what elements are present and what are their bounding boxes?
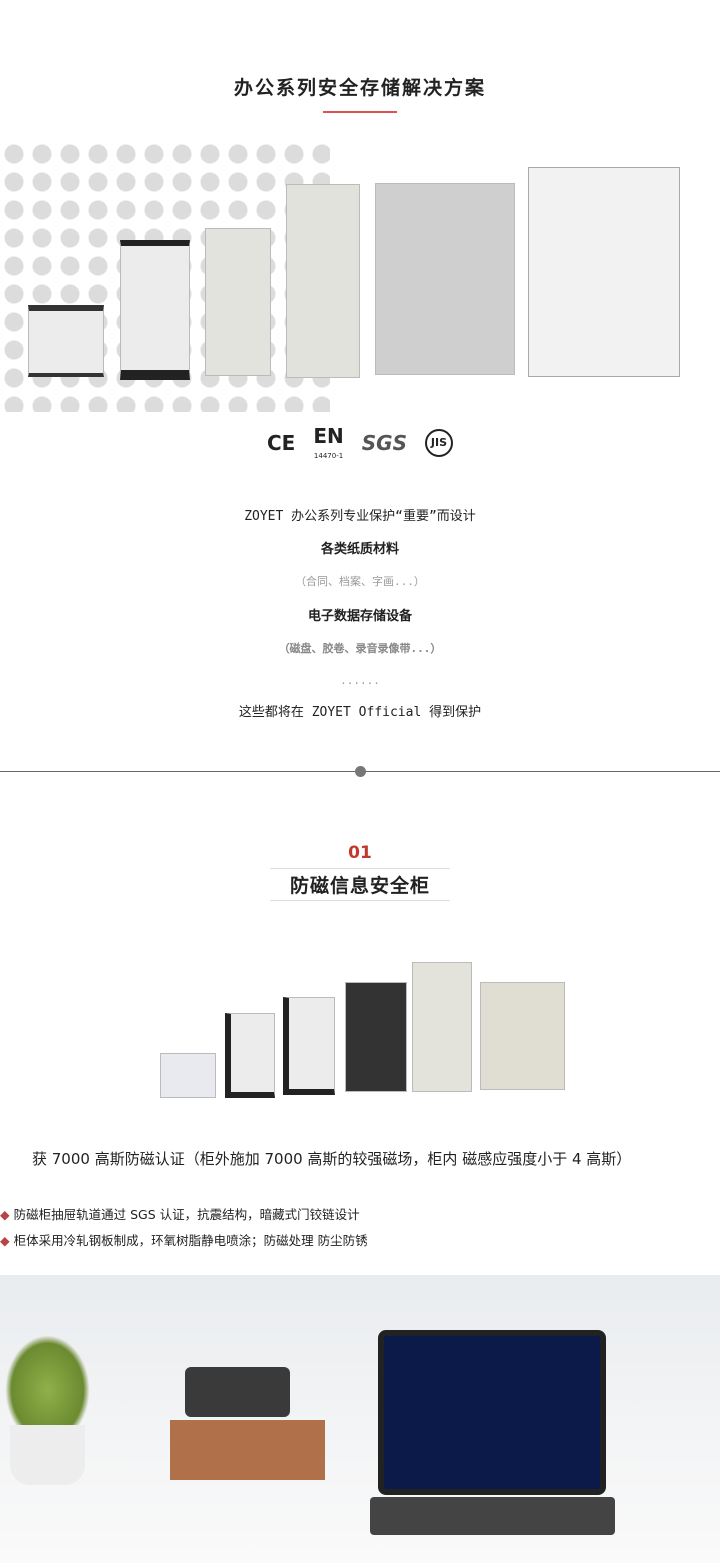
- bullet-item: ◆防磁柜抽屉轨道通过 SGS 认证，抗震结构，暗藏式门铰链设计: [0, 1207, 360, 1222]
- cabinet-4: [345, 982, 407, 1092]
- office-desk-photo: [0, 1275, 720, 1563]
- tablet-dashboard-image: [378, 1330, 606, 1495]
- ellipsis: ......: [340, 674, 380, 687]
- en-logo-standard: 14470-1: [313, 452, 344, 460]
- section-title: 办公系列安全存储解决方案: [233, 77, 486, 99]
- diamond-icon: ◆: [0, 1233, 10, 1248]
- diamond-icon: ◆: [0, 1207, 10, 1222]
- en-logo: EN 14470-1: [313, 424, 343, 461]
- ce-logo: CE: [267, 430, 296, 455]
- sgs-logo: SGS: [361, 430, 407, 455]
- cabinet-3: [283, 997, 335, 1095]
- en-logo-text: EN: [313, 424, 344, 448]
- cabinet-tall-black: [120, 240, 190, 380]
- cabinet-2: [225, 1013, 275, 1098]
- bullet-item: ◆柜体采用冷轧钢板制成，环氧树脂静电喷涂；防磁处理 防尘防锈: [0, 1233, 368, 1248]
- certification-logos: CE EN 14470-1 SGS JIS: [0, 424, 720, 461]
- item-paper-examples: （合同、档案、字画...）: [295, 575, 425, 588]
- section-title-2: 防磁信息安全柜: [270, 868, 450, 901]
- closing-line: 这些都将在 ZOYET Official 得到保护: [238, 705, 482, 720]
- keyboard-image: [370, 1497, 615, 1535]
- cabinet-5: [412, 962, 472, 1092]
- jis-logo: JIS: [424, 428, 453, 457]
- certification-feature: 获 7000 高斯防磁认证（柜外施加 7000 高斯的较强磁场，柜内 磁感应强度…: [32, 1150, 632, 1168]
- item-electronic: 电子数据存储设备: [307, 609, 412, 624]
- title-underline: [323, 111, 397, 113]
- cabinet-double-safe: [375, 183, 515, 375]
- cabinet-drawers: [205, 228, 271, 376]
- cabinet-small: [28, 305, 104, 377]
- antimagnetic-cabinets-image: [155, 955, 570, 1100]
- section-number: 01: [348, 843, 372, 863]
- product-lineup-image: [0, 140, 720, 412]
- cabinet-glass-dry: [528, 167, 680, 377]
- item-paper: 各类纸质材料: [320, 542, 399, 557]
- item-electronic-examples: （磁盘、胶卷、录音录像带...）: [278, 642, 442, 655]
- intro-line: ZOYET 办公系列专业保护“重要”而设计: [244, 509, 476, 524]
- cabinet-single-door: [286, 184, 360, 378]
- cabinet-6: [480, 982, 565, 1090]
- divider-dot: [355, 766, 366, 777]
- pot-image: [10, 1425, 85, 1485]
- camera-image: [185, 1367, 290, 1417]
- cabinet-1: [160, 1053, 216, 1098]
- books-image: [170, 1420, 325, 1480]
